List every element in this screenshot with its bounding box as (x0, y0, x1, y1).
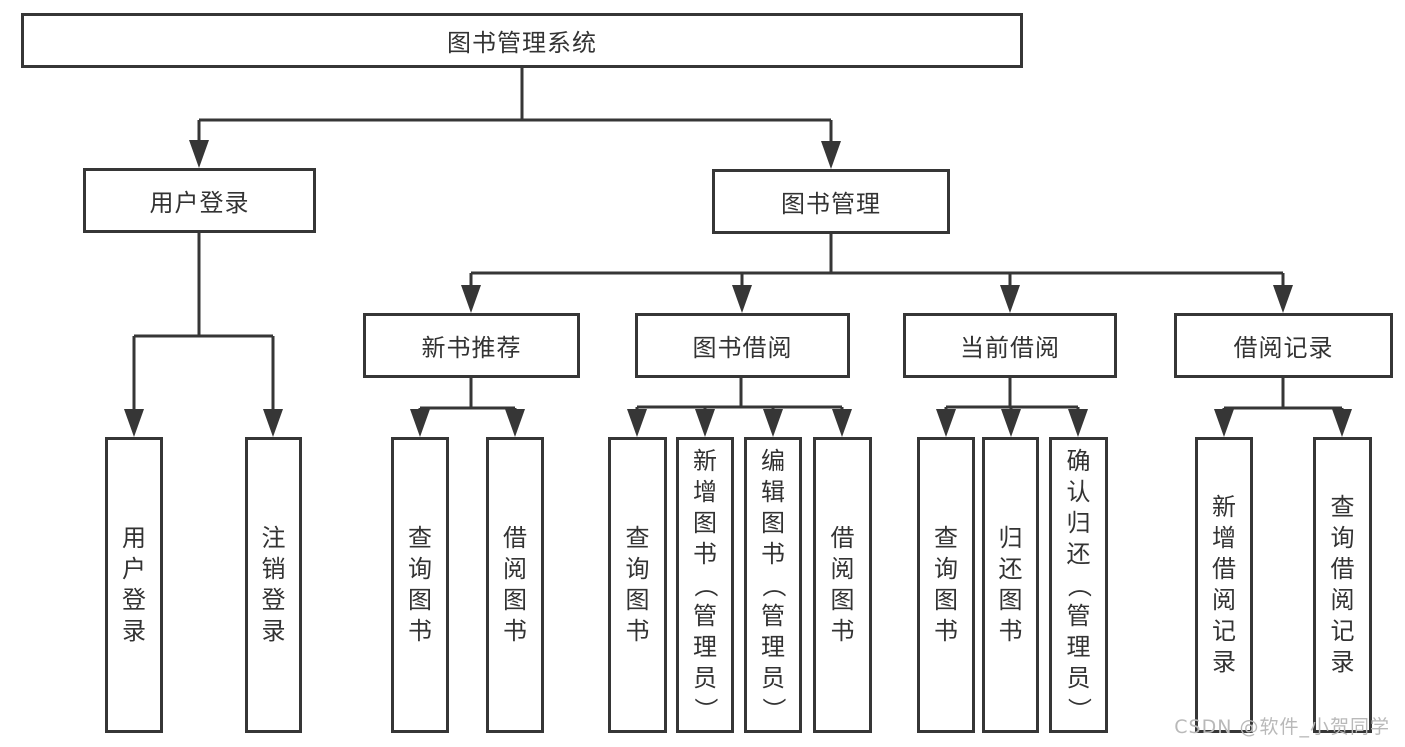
leaf-return-book-label: 归还图书 (998, 524, 1023, 645)
arrow-icon (763, 409, 783, 437)
arrow-icon (1214, 409, 1234, 437)
leaf-add-book-admin: 新增图书（管理员） (676, 437, 734, 733)
node-book-borrow: 图书借阅 (635, 313, 850, 378)
arrow-icon (627, 409, 647, 437)
leaf-query-books-recommend-label: 查询图书 (408, 524, 432, 645)
arrow-icon (263, 409, 283, 437)
leaf-add-book-admin-label: 新增图书（管理员） (691, 446, 720, 722)
node-book-management: 图书管理 (712, 169, 950, 234)
node-current-borrow: 当前借阅 (903, 313, 1117, 378)
leaf-borrow-books-recommend-label: 借阅图书 (503, 524, 527, 645)
leaf-query-borrow-record: 查询借阅记录 (1313, 437, 1372, 733)
leaf-logout: 注销登录 (245, 437, 302, 733)
leaf-edit-book-admin: 编辑图书（管理员） (744, 437, 802, 733)
leaf-confirm-return-admin: 确认归还（管理员） (1049, 437, 1108, 733)
leaf-query-books-borrow-label: 查询图书 (625, 524, 650, 645)
arrow-icon (695, 409, 715, 437)
arrow-icon (832, 409, 852, 437)
arrow-icon (1000, 285, 1020, 313)
leaf-query-books-current-label: 查询图书 (934, 524, 958, 645)
arrow-icon (1068, 409, 1088, 437)
leaf-confirm-return-admin-label: 确认归还（管理员） (1065, 446, 1093, 722)
node-user-login-label: 用户登录 (149, 189, 250, 217)
arrow-icon (189, 140, 209, 168)
node-new-book-recommend: 新书推荐 (363, 313, 580, 378)
leaf-query-books-borrow: 查询图书 (608, 437, 667, 733)
leaf-borrow-books-recommend: 借阅图书 (486, 437, 544, 733)
leaf-user-login-label: 用户登录 (122, 524, 146, 645)
arrow-icon (936, 409, 956, 437)
leaf-add-borrow-record-label: 新增借阅记录 (1212, 493, 1236, 676)
arrow-icon (1273, 285, 1293, 313)
node-borrow-records: 借阅记录 (1174, 313, 1393, 378)
node-root-label: 图书管理系统 (447, 29, 597, 57)
node-user-login: 用户登录 (83, 168, 316, 233)
watermark-csdn: CSDN @软件_小贺同学 (1174, 716, 1390, 738)
leaf-add-borrow-record: 新增借阅记录 (1195, 437, 1253, 733)
arrow-icon (124, 409, 144, 437)
leaf-query-books-current: 查询图书 (917, 437, 975, 733)
node-book-borrow-label: 图书借阅 (692, 334, 793, 362)
leaf-user-login: 用户登录 (105, 437, 163, 733)
arrow-icon (732, 285, 752, 313)
connector-path (132, 68, 1344, 433)
leaf-borrow-books-label: 借阅图书 (830, 524, 855, 645)
arrow-icon (410, 409, 430, 437)
arrow-icon (505, 409, 525, 437)
leaf-query-borrow-record-label: 查询借阅记录 (1330, 493, 1355, 676)
node-new-book-recommend-label: 新书推荐 (421, 334, 522, 362)
arrow-icon (821, 141, 841, 169)
leaf-logout-label: 注销登录 (261, 524, 286, 645)
leaf-borrow-books: 借阅图书 (813, 437, 872, 733)
node-current-borrow-label: 当前借阅 (960, 334, 1060, 362)
leaf-return-book: 归还图书 (982, 437, 1039, 733)
arrow-icon (1332, 409, 1352, 437)
node-book-management-label: 图书管理 (781, 190, 881, 218)
node-borrow-records-label: 借阅记录 (1233, 334, 1334, 362)
arrow-icon (1001, 409, 1021, 437)
leaf-edit-book-admin-label: 编辑图书（管理员） (759, 446, 788, 722)
node-root: 图书管理系统 (21, 13, 1023, 68)
leaf-query-books-recommend: 查询图书 (391, 437, 449, 733)
arrow-icon (461, 285, 481, 313)
